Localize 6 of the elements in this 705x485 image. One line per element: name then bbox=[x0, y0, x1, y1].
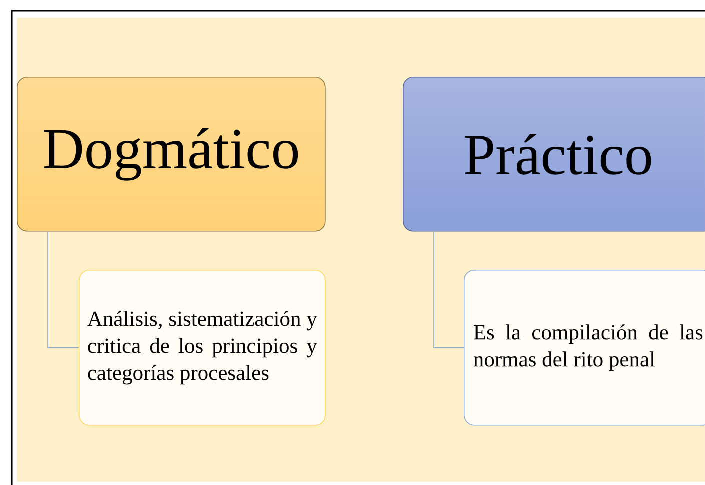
connector-line bbox=[434, 231, 464, 348]
connector-line bbox=[48, 231, 80, 348]
text-box: Análisis, sistematización y critica de los principios y categorías procesales bbox=[79, 270, 326, 426]
title-box: Dogmático bbox=[17, 77, 326, 232]
text-box: Es la compilación de las normas del rito penal bbox=[464, 270, 705, 426]
title-box: Práctico bbox=[403, 77, 705, 232]
